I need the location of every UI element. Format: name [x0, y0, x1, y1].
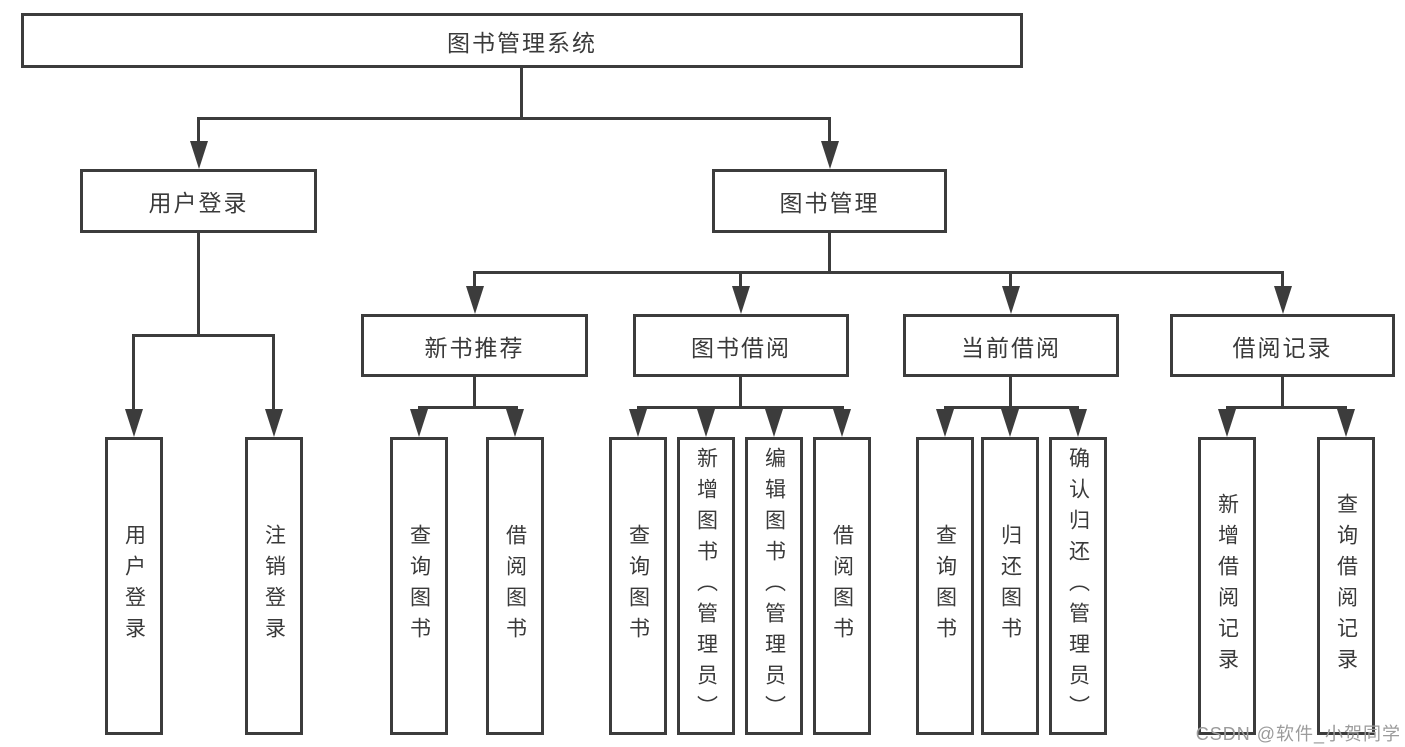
leaf-label: 借阅图书 — [830, 524, 854, 648]
leaf-label: 查询图书 — [626, 524, 650, 648]
arrow-down-icon — [506, 409, 524, 437]
leaf-label: 借阅图书 — [503, 524, 527, 648]
node-label: 图书管理 — [779, 190, 880, 216]
arrow-down-icon — [629, 409, 647, 437]
leaf-query-book-borrowing: 查询图书 — [609, 437, 667, 735]
arrow-down-icon — [1218, 409, 1236, 437]
watermark: CSDN @软件_小贺同学 — [1195, 724, 1401, 744]
arrow-down-icon — [936, 409, 954, 437]
leaf-query-borrow-record: 查询借阅记录 — [1317, 437, 1375, 735]
leaf-label: 编辑图书（管理员） — [762, 446, 786, 726]
connector-vline — [739, 377, 742, 407]
arrow-down-icon — [190, 141, 208, 169]
connector-vline — [272, 334, 275, 414]
arrow-down-icon — [821, 141, 839, 169]
arrow-down-icon — [1274, 286, 1292, 314]
leaf-label: 查询借阅记录 — [1334, 493, 1358, 679]
leaf-label: 新增图书（管理员） — [694, 446, 718, 726]
connector-hline — [637, 406, 844, 409]
arrow-down-icon — [732, 286, 750, 314]
connector-hline — [944, 406, 1079, 409]
leaf-borrow-book-recommend: 借阅图书 — [486, 437, 544, 735]
leaf-add-borrow-record: 新增借阅记录 — [1198, 437, 1256, 735]
arrow-down-icon — [765, 409, 783, 437]
leaf-user-login: 用户登录 — [105, 437, 163, 735]
connector-hline — [1226, 406, 1347, 409]
connector-hline — [197, 117, 831, 120]
connector-vline — [520, 68, 523, 119]
connector-vline — [1281, 377, 1284, 407]
node-user-login: 用户登录 — [80, 169, 317, 233]
leaf-label: 查询图书 — [407, 524, 431, 648]
leaf-label: 归还图书 — [998, 524, 1022, 648]
arrow-down-icon — [466, 286, 484, 314]
leaf-label: 确认归还（管理员） — [1066, 446, 1090, 726]
node-library-management-system: 图书管理系统 — [21, 13, 1023, 68]
leaf-query-book-recommend: 查询图书 — [390, 437, 448, 735]
leaf-label: 查询图书 — [933, 524, 957, 648]
leaf-borrow-book: 借阅图书 — [813, 437, 871, 735]
node-new-book-recommend: 新书推荐 — [361, 314, 588, 377]
arrow-down-icon — [265, 409, 283, 437]
leaf-add-book-admin: 新增图书（管理员） — [677, 437, 735, 735]
connector-vline — [1009, 377, 1012, 407]
connector-vline — [473, 377, 476, 407]
node-book-management: 图书管理 — [712, 169, 947, 233]
leaf-confirm-return-admin: 确认归还（管理员） — [1049, 437, 1107, 735]
arrow-down-icon — [1069, 409, 1087, 437]
connector-vline — [132, 334, 135, 414]
node-label: 图书借阅 — [691, 334, 791, 361]
leaf-edit-book-admin: 编辑图书（管理员） — [745, 437, 803, 735]
connector-hline — [418, 406, 518, 409]
connector-vline — [473, 271, 476, 289]
arrow-down-icon — [833, 409, 851, 437]
connector-vline — [739, 271, 742, 289]
connector-vline — [197, 117, 200, 145]
connector-hline — [132, 334, 275, 337]
leaf-return-book: 归还图书 — [981, 437, 1039, 735]
leaf-label: 新增借阅记录 — [1215, 493, 1239, 679]
leaf-label: 用户登录 — [122, 524, 146, 648]
arrow-down-icon — [1337, 409, 1355, 437]
node-label: 新书推荐 — [424, 334, 525, 361]
arrow-down-icon — [125, 409, 143, 437]
node-borrowing-records: 借阅记录 — [1170, 314, 1395, 377]
arrow-down-icon — [1002, 286, 1020, 314]
connector-vline — [197, 233, 200, 336]
node-book-borrowing: 图书借阅 — [633, 314, 849, 377]
connector-vline — [1009, 271, 1012, 289]
leaf-label: 注销登录 — [262, 524, 286, 648]
connector-vline — [828, 117, 831, 145]
arrow-down-icon — [697, 409, 715, 437]
node-label: 图书管理系统 — [447, 29, 597, 56]
connector-vline — [828, 233, 831, 273]
node-label: 当前借阅 — [961, 334, 1061, 361]
leaf-query-book-current: 查询图书 — [916, 437, 974, 735]
node-label: 用户登录 — [148, 190, 249, 216]
arrow-down-icon — [410, 409, 428, 437]
connector-vline — [1281, 271, 1284, 289]
arrow-down-icon — [1001, 409, 1019, 437]
leaf-logout: 注销登录 — [245, 437, 303, 735]
node-label: 借阅记录 — [1232, 334, 1333, 361]
node-current-borrowing: 当前借阅 — [903, 314, 1119, 377]
connector-hline — [473, 271, 1284, 274]
